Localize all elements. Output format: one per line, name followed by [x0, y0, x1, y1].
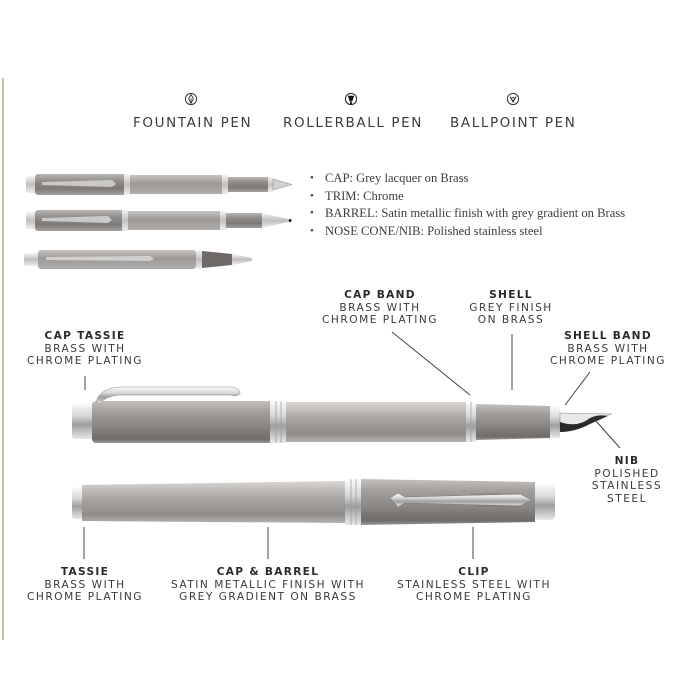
- callout-nib: NIB POLISHED STAINLESS STEEL: [591, 455, 663, 505]
- pen-lineup-illustration: [24, 174, 293, 269]
- spec-item-cap: CAP: Grey lacquer on Brass: [308, 170, 625, 188]
- callout-cap-barrel: CAP & BARREL SATIN METALLIC FINISH WITH …: [170, 566, 365, 604]
- callout-shell: SHELL GREY FINISH ON BRASS: [469, 289, 553, 327]
- fountain-pen-large: [72, 386, 613, 443]
- pen-type-rollerball: ROLLERBALL PEN: [283, 92, 421, 131]
- callout-cap-tassie: CAP TASSIE BRASS WITH CHROME PLATING: [27, 330, 143, 368]
- pen-type-label: ROLLERBALL PEN: [283, 115, 423, 131]
- pen-type-ballpoint: BALLPOINT PEN: [450, 92, 575, 131]
- spec-list: CAP: Grey lacquer on Brass TRIM: Chrome …: [308, 170, 625, 240]
- ballpoint-tip-icon: [506, 92, 519, 106]
- rollerball-pen-small: [26, 210, 292, 231]
- callout-tassie: TASSIE BRASS WITH CHROME PLATING: [27, 566, 143, 604]
- spec-item-nib: NOSE CONE/NIB: Polished stainless steel: [308, 223, 625, 241]
- fountain-pen-nib-icon: [184, 92, 197, 106]
- rollerball-pen-large: [72, 479, 555, 525]
- rollerball-tip-icon: [344, 92, 357, 106]
- callout-clip: CLIP STAINLESS STEEL WITH CHROME PLATING: [397, 566, 551, 604]
- left-border-rule: [2, 78, 4, 640]
- callout-cap-band: CAP BAND BRASS WITH CHROME PLATING: [322, 289, 438, 327]
- callout-shell-band: SHELL BAND BRASS WITH CHROME PLATING: [550, 330, 666, 368]
- fountain-pen-small: [26, 174, 293, 195]
- spec-item-trim: TRIM: Chrome: [308, 188, 625, 206]
- pen-type-label: BALLPOINT PEN: [450, 115, 577, 131]
- pen-type-fountain: FOUNTAIN PEN: [133, 92, 251, 131]
- ballpoint-pen-small: [24, 250, 252, 269]
- spec-item-barrel: BARREL: Satin metallic finish with grey …: [308, 205, 625, 223]
- pen-type-label: FOUNTAIN PEN: [133, 115, 253, 131]
